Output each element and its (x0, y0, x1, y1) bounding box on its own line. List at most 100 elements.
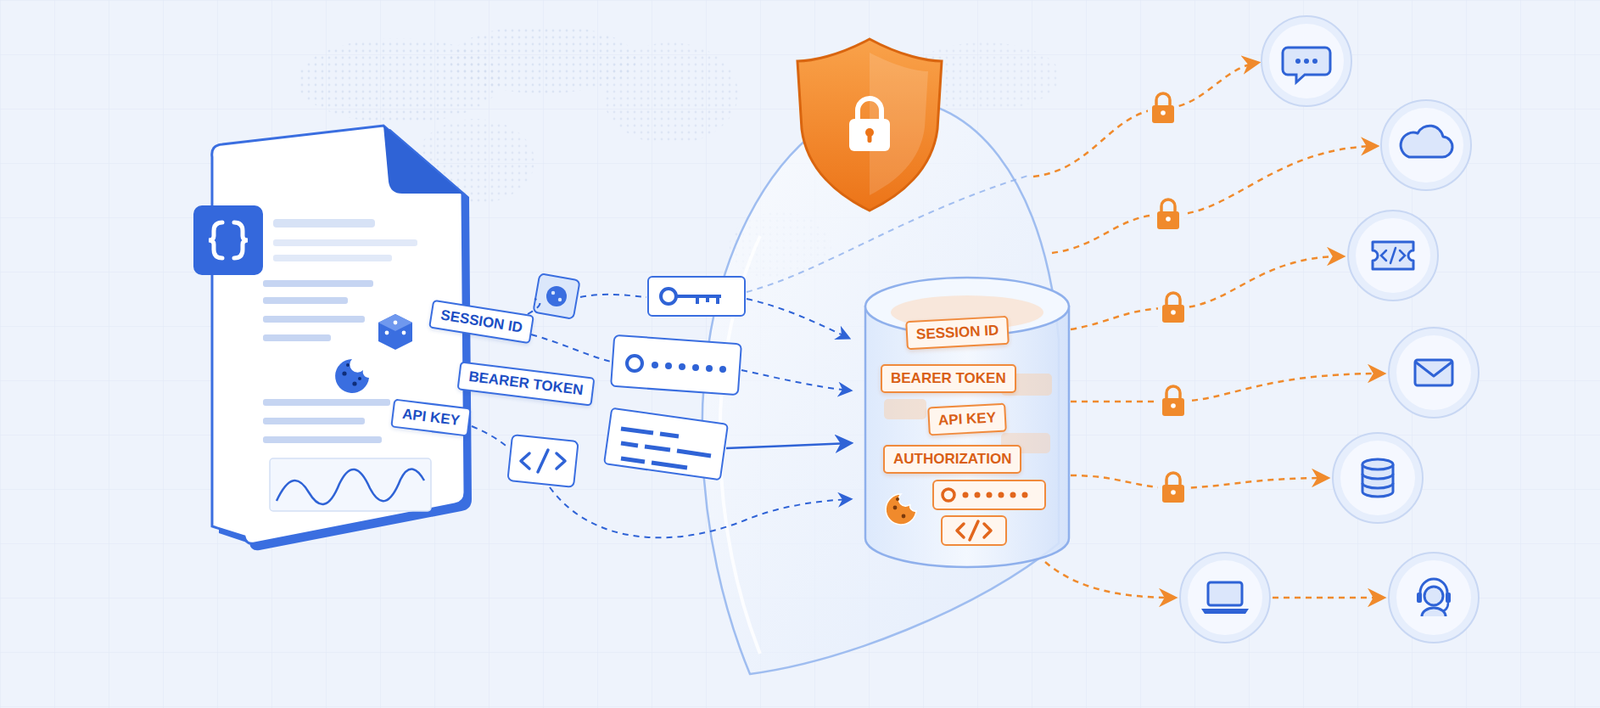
cookie-icon-part (346, 363, 350, 367)
stored-credential-tag: AUTHORIZATION (883, 444, 1022, 474)
code-service-part (1355, 218, 1431, 293)
key-box-part (660, 288, 677, 304)
mail-service-part (1415, 359, 1453, 386)
security-shield-part (849, 118, 890, 152)
password-box-part (678, 363, 686, 370)
cookie-icon (335, 358, 370, 393)
mail-service-part (1388, 327, 1479, 418)
input-flows-part (580, 294, 647, 297)
password-box (610, 335, 742, 395)
code-box-part (520, 449, 566, 472)
security-shield-part (797, 39, 942, 211)
input-flows-part (741, 369, 851, 391)
input-flows-part (527, 298, 540, 314)
secure-vault-cylinder-part (883, 398, 927, 420)
json-document-part (262, 315, 365, 323)
password-box-part (705, 364, 713, 372)
token-box (604, 408, 728, 481)
lock-icons-part (1158, 289, 1189, 327)
cookie-icon-part (341, 370, 347, 375)
security-shield-part (867, 133, 873, 143)
token-box-part (604, 408, 728, 481)
support-agent (1388, 552, 1479, 643)
orange-password-tag-part (974, 492, 981, 498)
cloud-service (1381, 100, 1472, 191)
support-agent-part (1388, 552, 1479, 643)
secure-vault-cylinder (865, 277, 1069, 567)
lock-icons-part (1152, 195, 1184, 234)
input-flows-part (549, 486, 851, 538)
security-shield-part (857, 98, 882, 121)
support-agent-part (1424, 586, 1444, 605)
json-document-part (262, 436, 382, 443)
tag-label: API KEY (938, 408, 997, 430)
laptop-client-part (1201, 608, 1249, 614)
cookie-tile (532, 273, 580, 319)
json-document-part (269, 458, 431, 511)
database-service (1332, 432, 1423, 523)
database-service-part (1340, 440, 1416, 515)
orange-cookie-part (885, 493, 917, 525)
support-agent-part (1396, 559, 1472, 635)
orange-password-tag (933, 480, 1046, 510)
output-flows-part (1033, 62, 1258, 177)
json-badge-part (208, 222, 223, 258)
json-document-part (273, 254, 392, 262)
dice-icon-part (378, 313, 413, 350)
laptop-client-part (1187, 559, 1263, 635)
json-document-part (262, 334, 331, 342)
key-box (648, 276, 745, 316)
lock-icons-part (1158, 469, 1189, 507)
input-flows-part (726, 442, 851, 448)
support-agent-part (1416, 592, 1422, 603)
stored-credential-tag: BEARER TOKEN (880, 363, 1017, 393)
chat-service-part (1295, 58, 1301, 64)
cookie-icon-part (335, 358, 370, 393)
output-flows-part (1070, 256, 1343, 330)
cookie-tile-part (532, 273, 580, 319)
cloud-service-part (1400, 125, 1453, 157)
chat-service-part (1312, 58, 1318, 64)
cookie-icon-part (352, 380, 357, 386)
credential-tag: SESSION ID (428, 299, 535, 345)
tag-label: BEARER TOKEN (467, 368, 584, 399)
orange-code-tag (941, 515, 1007, 545)
background-part (602, 42, 739, 145)
tag-label: SESSION ID (439, 307, 524, 337)
orange-password-tag-part (998, 492, 1005, 498)
cloud-service-part (1381, 100, 1472, 191)
dice-icon-part (402, 330, 407, 336)
code-box (507, 434, 578, 487)
output-flows (1033, 62, 1383, 598)
json-document-part (273, 218, 375, 228)
support-agent-part (1420, 578, 1448, 598)
input-flows-part (531, 334, 611, 362)
tag-label: SESSION ID (916, 321, 1000, 343)
stored-credential-tag: API KEY (927, 402, 1007, 437)
json-document-part (276, 469, 425, 504)
laptop-client-part (1180, 552, 1270, 643)
orange-password-tag-part (1022, 492, 1029, 498)
orange-password-tag-part (986, 492, 993, 498)
lock-icons (1147, 89, 1189, 507)
key-box-part (648, 276, 745, 316)
database-service-part (1362, 458, 1394, 470)
credential-tag: API KEY (390, 398, 471, 437)
stored-credential-tag: SESSION ID (905, 315, 1010, 350)
dice-icon-part (385, 330, 390, 336)
orange-password-tag-part (962, 492, 969, 498)
json-document-part (383, 125, 463, 194)
lock-icons-part (1147, 89, 1179, 128)
chat-service-part (1282, 47, 1331, 83)
password-box-part (665, 362, 672, 370)
orange-code-tag-part (941, 515, 1007, 545)
orange-password-tag-part (933, 480, 1046, 510)
credential-tag: BEARER TOKEN (457, 360, 596, 406)
output-flows-part (1070, 475, 1327, 488)
json-document-part (262, 296, 348, 304)
